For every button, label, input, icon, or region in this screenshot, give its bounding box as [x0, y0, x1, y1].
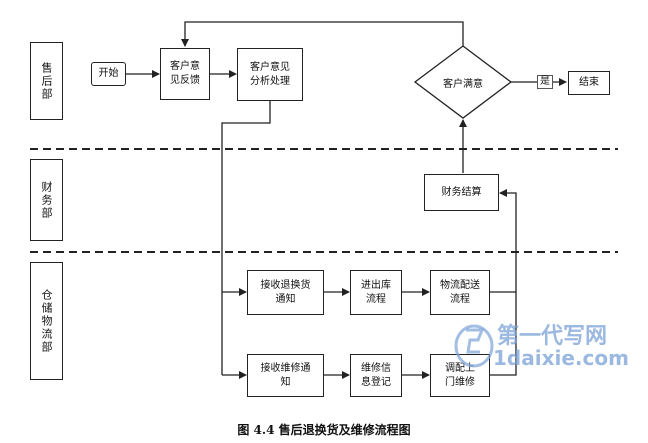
- node-return-notice: 接收退换货 通知: [247, 270, 324, 315]
- lane-text-after-sales: 售后部: [40, 61, 53, 101]
- watermark-main-text: 第一代写网: [497, 324, 608, 349]
- edge-dispatch-settlement: [490, 292, 517, 376]
- lane-text-warehouse: 仓储物流部: [40, 288, 53, 354]
- node-analysis: 客户意见 分析处理: [237, 48, 303, 101]
- lane-label-warehouse: 仓储物流部: [30, 262, 63, 380]
- watermark-sub-text: 1daixie.com: [493, 346, 629, 370]
- edge-analysis-down: [221, 101, 271, 375]
- edge-logistics-settlement: [490, 189, 517, 293]
- figure-caption: 图 4.4 售后退换货及维修流程图: [237, 423, 411, 437]
- lane-label-after-sales: 售后部: [30, 42, 63, 120]
- node-inout: 进出库 流程: [350, 270, 402, 315]
- node-start: 开始: [91, 62, 126, 86]
- node-repair-register: 维修信 息登记: [350, 354, 402, 397]
- node-dispatch: 调配上 门维修: [430, 354, 490, 397]
- lane-label-finance: 财务部: [30, 159, 63, 241]
- edge-decision-feedback: [181, 21, 464, 47]
- node-end: 结束: [568, 71, 610, 95]
- node-feedback: 客户意 见反馈: [160, 48, 210, 100]
- node-satisfied-label: 客户满意: [443, 78, 483, 90]
- edge-label-yes: 是: [537, 75, 553, 89]
- watermark-logo-icon: [454, 324, 494, 368]
- decision-diamond: [413, 45, 513, 119]
- node-settlement: 财务结算: [424, 174, 499, 211]
- lane-text-finance: 财务部: [40, 180, 53, 220]
- node-repair-notice: 接收维修通 知: [247, 354, 324, 397]
- node-logistics: 物流配送 流程: [430, 270, 490, 315]
